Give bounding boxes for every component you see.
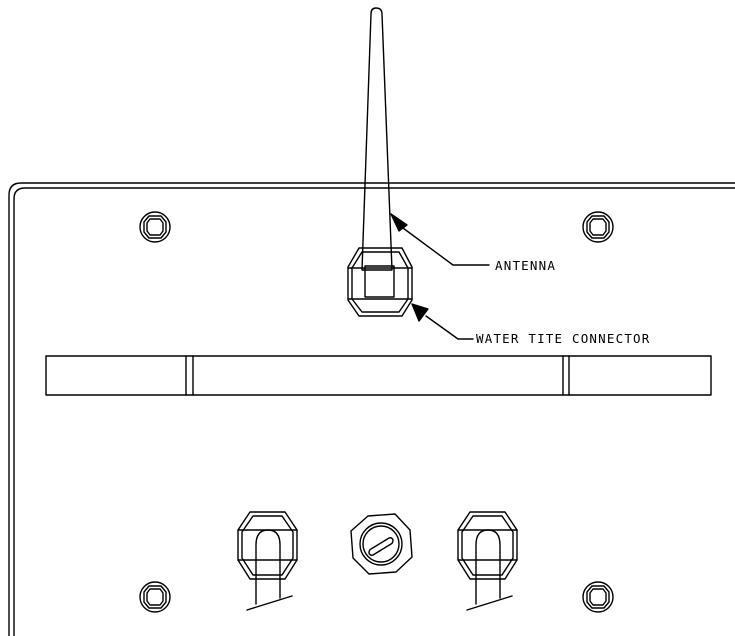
toggle-switch-right — [457, 511, 518, 611]
enclosure-panel — [8, 182, 735, 636]
connector-arrowhead — [411, 303, 429, 322]
mounting-screw-top-left — [139, 211, 171, 243]
antenna-arrowhead — [390, 213, 408, 232]
label-strip — [45, 355, 712, 396]
keyed-lock — [350, 513, 413, 575]
mounting-screw-bottom-left — [139, 581, 171, 613]
water-tite-connector — [347, 247, 413, 317]
mounting-screw-top-right — [582, 211, 614, 243]
connector-label: WATER TITE CONNECTOR — [476, 331, 651, 346]
mounting-screw-bottom-right — [582, 581, 614, 613]
antenna — [361, 7, 393, 271]
callout-leaders — [390, 213, 490, 340]
antenna-label: ANTENNA — [495, 258, 556, 273]
toggle-switch-left — [237, 511, 298, 611]
